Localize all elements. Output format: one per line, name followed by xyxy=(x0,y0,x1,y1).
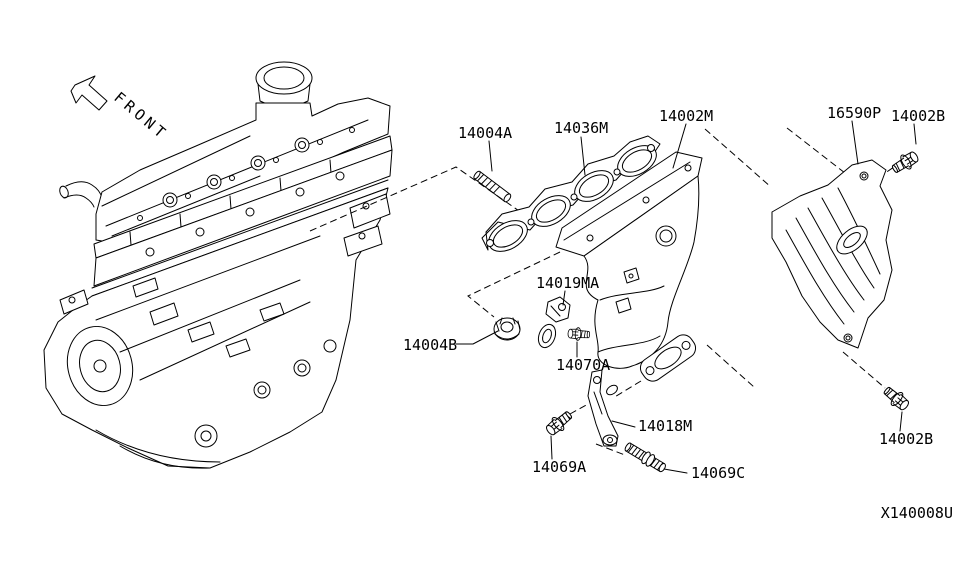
label-14004A[interactable]: 14004A xyxy=(458,124,512,142)
label-14019MA[interactable]: 14019MA xyxy=(536,274,599,292)
bolt-14002B-lower-part xyxy=(883,386,909,411)
label-14002B-lower[interactable]: 14002B xyxy=(879,430,933,448)
label-14036M[interactable]: 14036M xyxy=(554,119,608,137)
label-14002B-upper[interactable]: 14002B xyxy=(891,107,945,125)
label-14018M[interactable]: 14018M xyxy=(638,417,692,435)
label-16590P[interactable]: 16590P xyxy=(827,104,881,122)
label-14070A[interactable]: 14070A xyxy=(556,356,610,374)
bolt-14002B-upper-part xyxy=(892,151,919,173)
engine-illustration xyxy=(43,61,393,469)
front-label: FRONT xyxy=(110,88,171,144)
exhaust-manifold xyxy=(555,151,703,396)
label-14004B[interactable]: 14004B xyxy=(403,336,457,354)
label-14069C[interactable]: 14069C xyxy=(691,464,745,482)
bolt-14070A-part xyxy=(567,327,590,341)
exhaust-manifold-gasket xyxy=(481,135,661,252)
nut-14004B-part xyxy=(493,317,521,341)
leader-lines xyxy=(455,120,917,474)
manifold-heat-shield xyxy=(771,159,893,349)
support-14018M-part xyxy=(587,369,619,447)
bolt-14069A-part xyxy=(546,411,573,436)
stud-14004A-part xyxy=(473,170,512,203)
label-14002M[interactable]: 14002M xyxy=(659,107,713,125)
stud-14069C-part xyxy=(624,442,666,473)
label-14069A[interactable]: 14069A xyxy=(532,458,586,476)
diagram-code: X140008U xyxy=(881,504,953,522)
front-arrow-icon xyxy=(70,75,108,111)
bracket-14019MA-part xyxy=(537,296,571,349)
